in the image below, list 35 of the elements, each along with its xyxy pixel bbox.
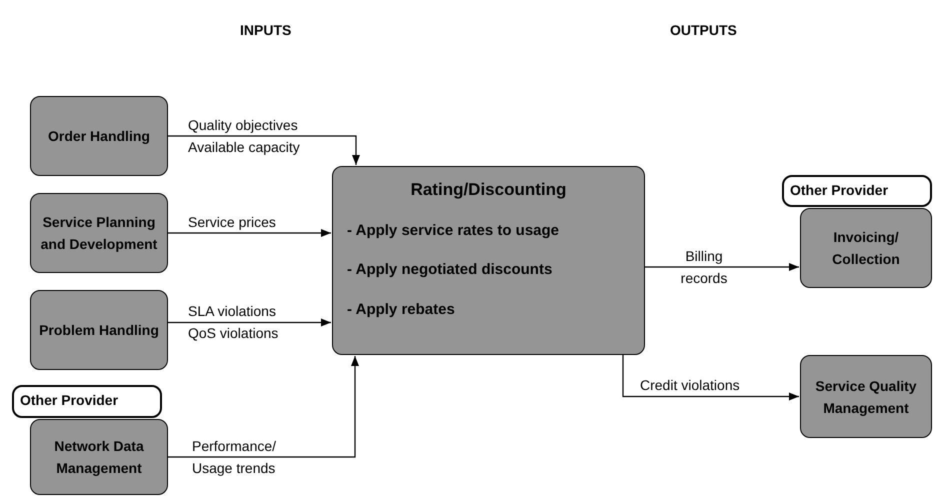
process-box (800, 355, 932, 438)
edge-label: Credit violations (640, 376, 741, 395)
edge-label: Performance/ Usage trends (192, 437, 278, 478)
edge-label: SLA violations QoS violations (188, 302, 280, 343)
task-item: - Apply service rates to usage (347, 220, 560, 240)
arrow (168, 229, 331, 237)
process-label: Invoicing/ Collection (831, 228, 901, 269)
task-item: - Apply negotiated discounts (347, 260, 554, 280)
column-heading: INPUTS (240, 21, 292, 40)
arrow (168, 135, 360, 165)
frame-title: Other Provider (20, 391, 118, 410)
provider-frame (12, 385, 162, 418)
frame-title: Other Provider (790, 181, 888, 200)
process-label: Problem Handling (39, 321, 159, 340)
arrow (168, 356, 359, 458)
process-box (30, 419, 168, 495)
process-label: Service Planning and Development (40, 213, 158, 254)
provider-frame (782, 175, 932, 207)
arrow (645, 263, 799, 271)
arrow (168, 318, 331, 326)
process-box (30, 193, 168, 273)
process-box (332, 166, 645, 355)
edge-label: Quality objectives Available capacity (188, 116, 301, 157)
process-box (30, 290, 168, 370)
edge-label: Billing records (680, 247, 728, 288)
task-item: - Apply rebates (347, 300, 456, 320)
process-label: Network Data Management (53, 437, 145, 478)
arrow (622, 355, 799, 400)
process-label: Order Handling (48, 127, 150, 146)
process-title: Rating/Discounting (410, 179, 568, 201)
edge-label: Service prices (188, 213, 277, 232)
process-box (30, 96, 168, 176)
process-label: Service Quality Management (814, 376, 918, 418)
column-heading: OUTPUTS (670, 21, 737, 40)
process-box (800, 208, 932, 288)
